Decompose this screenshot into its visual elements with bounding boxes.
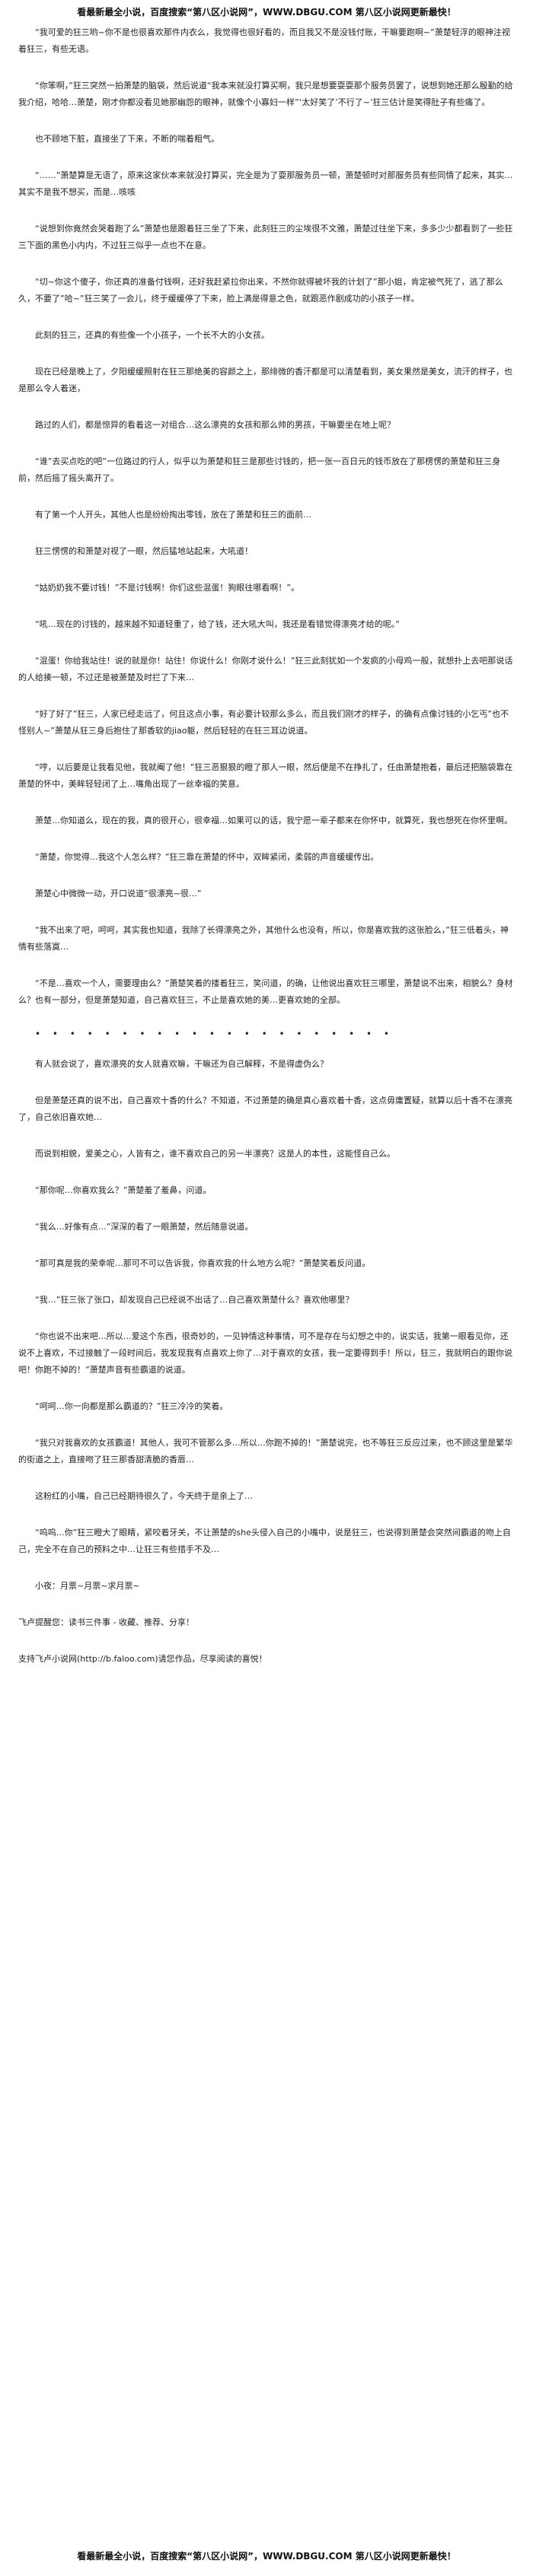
story-paragraph: 狂三愣愣的和萧楚对视了一眼，然后猛地站起来，大吼道！ xyxy=(35,546,253,556)
story-paragraph: “那可真是我的荣幸呢…那可不可以告诉我，你喜欢我的什么地方么呢？”萧楚笑着反问道… xyxy=(35,1258,371,1268)
story-paragraph: “我…”狂三张了张口，却发现自己已经说不出话了…自己喜欢萧楚什么？喜欢他哪里？ xyxy=(35,1295,354,1305)
site-banner-bottom: 看最新最全小说，百度搜索“第八区小说网”，WWW.DBGU.COM 第八区小说网… xyxy=(77,2551,456,2562)
story-paragraph: “萧楚，你觉得…我这个人怎么样？”狂三靠在萧楚的怀中，双眸紧闭，柔弱的声音缓缓传… xyxy=(35,852,379,862)
story-paragraph: 路过的人们，都是惊异的看着这一对组合…这么漂亮的女孩和那么帅的男孩，干嘛要坐在地… xyxy=(35,420,395,430)
story-paragraph: 萧楚…你知道么，现在的我，真的很开心，很幸福…如果可以的话，我宁愿一辈子都来在你… xyxy=(35,816,512,825)
story-paragraph: 但是萧楚还真的说不出，自己喜欢十香的什么？不知道，不过萧楚的确是真心喜欢着十香，… xyxy=(18,1096,512,1122)
story-paragraph: “你笨啊，”狂三突然一拍萧楚的脑袋，然后说道“我本来就没打算买啊，我只是想要耍耍… xyxy=(18,81,513,107)
story-paragraph: “说想到你竟然会哭着跑了么”萧楚也是跟着狂三坐了下来，此刻狂三的尘埃很不文雅，萧… xyxy=(18,224,513,250)
story-paragraph: “哼，以后要是让我看见他，我就阉了他！”狂三恶狠狠的瞪了那人一眼，然后便是不在挣… xyxy=(18,762,513,789)
story-paragraph: “呵呵…你一向都是那么霸道的？”狂三冷冷的笑着。 xyxy=(35,1401,228,1411)
story-paragraph: “我可爱的狂三哟~你不是也很喜欢那件内衣么，我觉得也很好看的，而且我又不是没钱付… xyxy=(18,27,510,54)
story-paragraph: “混蛋！你给我站住！说的就是你！站住！你说什么！你刚才说什么！”狂三此刻犹如一个… xyxy=(18,656,513,682)
story-paragraph: “你也说不出来吧…所以…爱这个东西，很奇妙的，一见钟情这种事情，可不是存在与幻想… xyxy=(18,1331,512,1375)
story-paragraph: “吼…现在的讨钱的，越来越不知道轻重了，给了钱，还大吼大叫，我还是看错觉得漂亮才… xyxy=(35,619,400,629)
story-paragraph: 此刻的狂三，还真的有些像一个小孩子，一个长不大的小女孩。 xyxy=(35,330,270,340)
story-paragraph: “呜呜…你”狂三瞪大了眼睛，紧咬着牙关，不让萧楚的she头侵入自己的小嘴中，说是… xyxy=(18,1528,511,1554)
story-paragraph: 而说到相貌，爱美之心，人皆有之，谁不喜欢自己的另一半漂亮？这是人的本性，这能怪自… xyxy=(35,1149,395,1159)
scene-break-dots: • • • • • • • • • • • • • • • • • • • • … xyxy=(35,1029,394,1039)
story-paragraph: “谁”去买点吃的吧”一位路过的行人，似乎以为萧楚和狂三是那些讨钱的，把一张一百日… xyxy=(18,456,501,483)
story-paragraph: “切~你这个傻子，你还真的准备付钱啊，还好我赶紧拉你出来，不然你就得被坏我的计划… xyxy=(18,277,503,304)
story-paragraph: “我只对我喜欢的女孩霸道！其他人，我可不管那么多…所以…你跑不掉的！”萧楚说完，… xyxy=(18,1438,513,1465)
story-paragraph: 有了第一个人开头，其他人也是纷纷掏出零钱，放在了萧楚和狂三的面前… xyxy=(35,510,311,520)
footer-support-link[interactable]: 支持飞卢小说网(http://b.faloo.com)请您作品，尽享阅读的喜悦！ xyxy=(18,1654,267,1664)
story-paragraph: 这粉红的小嘴，自己已经期待很久了，今天终于是亲上了… xyxy=(35,1491,253,1501)
story-paragraph: “我么…好像有点…”深深的看了一眼萧楚，然后随意说道。 xyxy=(35,1222,254,1232)
site-banner-top: 看最新最全小说，百度搜索“第八区小说网”，WWW.DBGU.COM 第八区小说网… xyxy=(77,7,456,17)
story-paragraph: 萧楚心中微微一动，开口说道“很漂亮~很…” xyxy=(35,889,202,898)
story-paragraph: 小夜：月票~月票~求月票~ xyxy=(35,1581,140,1591)
story-paragraph: 有人就会说了，喜欢漂亮的女人就喜欢嘛，干嘛还为自己解释，不是得虚伪么？ xyxy=(35,1059,328,1069)
story-paragraph: “姑奶奶我不要讨钱！”不是讨钱啊！你们这些混蛋！狗眼往哪看啊！”。 xyxy=(35,583,300,593)
story-paragraph: “好了好了”狂三，人家已经走远了，何且这点小事，有必要计较那么多么，而且我们刚才… xyxy=(18,709,509,736)
story-paragraph: “不是…喜欢一个人，需要理由么？”萧楚笑着的搂着狂三，笑问道，的确，让他说出喜欢… xyxy=(18,978,513,1005)
story-paragraph: “我不出来了吧，呵呵，其实我也知道，我除了长得漂亮之外，其他什么也没有，所以，你… xyxy=(18,925,509,952)
story-paragraph: “那你呢…你喜欢我么？”萧楚羞了羞鼻，问道。 xyxy=(35,1185,212,1195)
story-paragraph: “……”萧楚算是无语了，原来这家伙本来就没打算买，完全是为了耍那服务员一顿，萧楚… xyxy=(18,170,513,197)
story-paragraph: 现在已经是晚上了，夕阳缓缓照射在狂三那绝美的容颜之上，那绯微的香汗都是可以清楚看… xyxy=(18,367,512,393)
story-paragraph: 也不顾地下脏，直接坐了下来，不断的喘着粗气。 xyxy=(35,134,219,144)
footer-reminder: 飞卢提醒您：读书三件事 - 收藏、推荐、分享！ xyxy=(18,1617,194,1627)
chapter-body: “我可爱的狂三哟~你不是也很喜欢那件内衣么，我觉得也很好看的，而且我又不是没钱付… xyxy=(0,20,533,1668)
